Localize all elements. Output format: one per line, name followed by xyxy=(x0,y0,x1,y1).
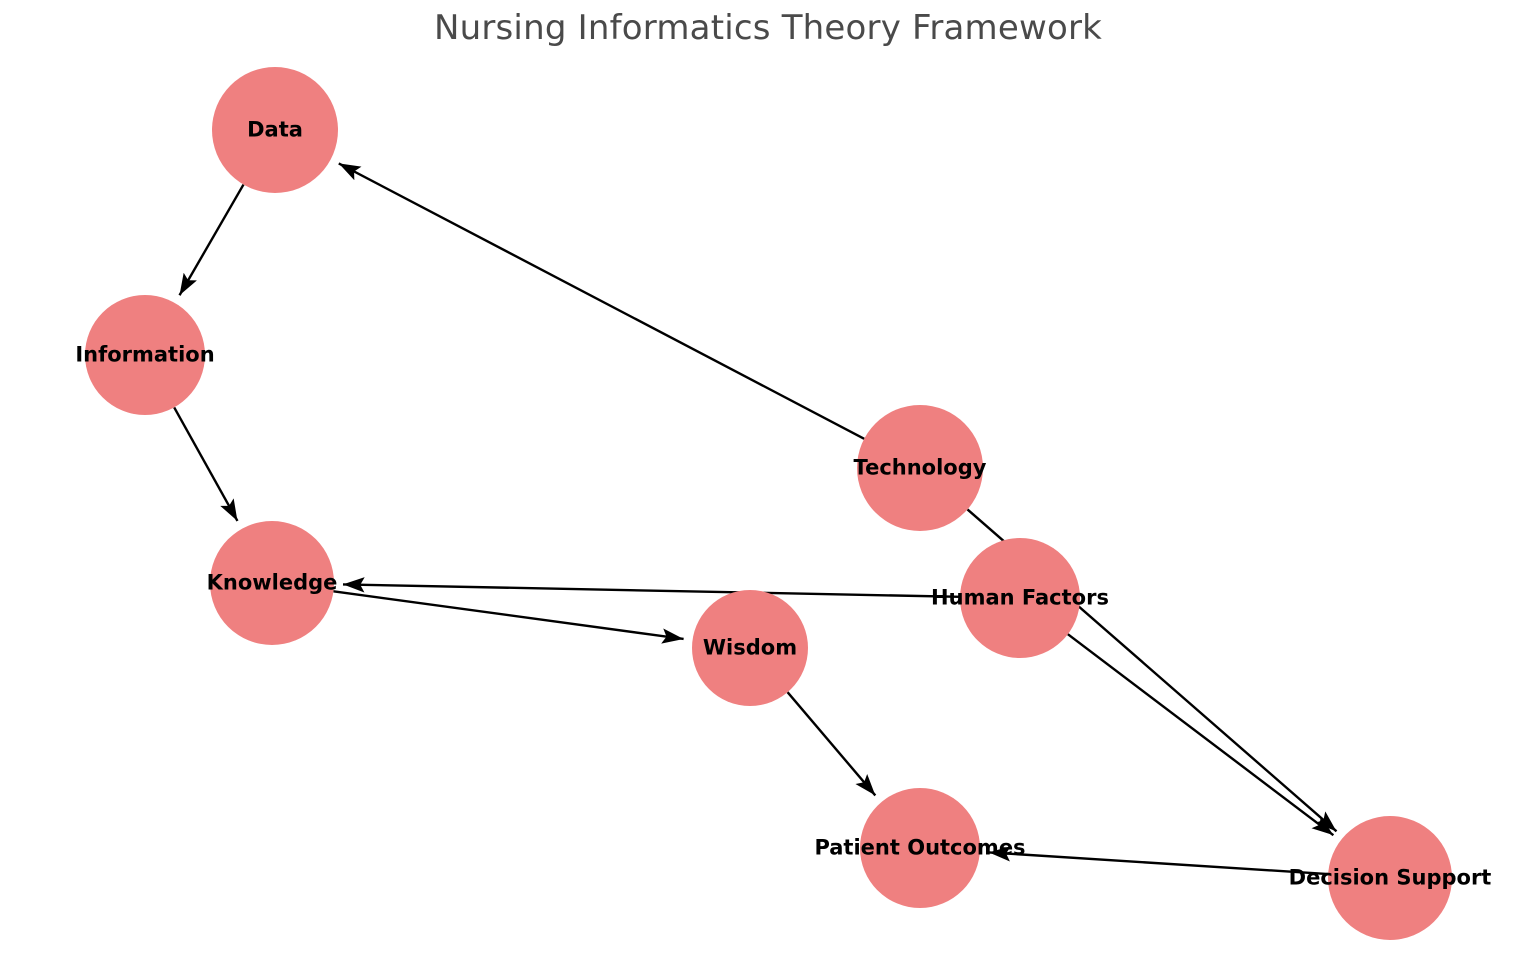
edge-human_factors-to-knowledge xyxy=(342,577,961,598)
node-label-decision_support: Decision Support xyxy=(1288,865,1492,890)
node-data[interactable]: Data xyxy=(212,67,338,193)
edge-technology-to-data xyxy=(338,162,865,440)
edge-data-to-information xyxy=(178,183,245,296)
node-wisdom[interactable]: Wisdom xyxy=(692,590,808,706)
node-label-patient_outcomes: Patient Outcomes xyxy=(814,835,1026,860)
node-label-information: Information xyxy=(75,342,215,367)
edge-human_factors-to-decision_support xyxy=(1067,633,1335,837)
node-label-data: Data xyxy=(247,117,303,142)
node-label-technology: Technology xyxy=(853,455,987,480)
edge-wisdom-to-patient_outcomes xyxy=(786,691,877,797)
node-knowledge[interactable]: Knowledge xyxy=(207,521,337,645)
edge-information-to-knowledge xyxy=(173,406,239,522)
node-information[interactable]: Information xyxy=(75,295,215,415)
edges-group xyxy=(173,162,1338,876)
node-technology[interactable]: Technology xyxy=(854,405,986,531)
node-label-wisdom: Wisdom xyxy=(702,635,798,660)
edge-knowledge-to-wisdom xyxy=(333,590,684,644)
edge-decision_support-to-patient_outcomes xyxy=(988,846,1329,876)
node-patient_outcomes[interactable]: Patient Outcomes xyxy=(814,788,1026,908)
node-label-knowledge: Knowledge xyxy=(206,570,338,595)
page-title: Nursing Informatics Theory Framework xyxy=(433,8,1103,48)
node-decision_support[interactable]: Decision Support xyxy=(1289,816,1491,940)
node-label-human_factors: Human Factors xyxy=(931,585,1109,610)
node-human_factors[interactable]: Human Factors xyxy=(931,538,1109,658)
